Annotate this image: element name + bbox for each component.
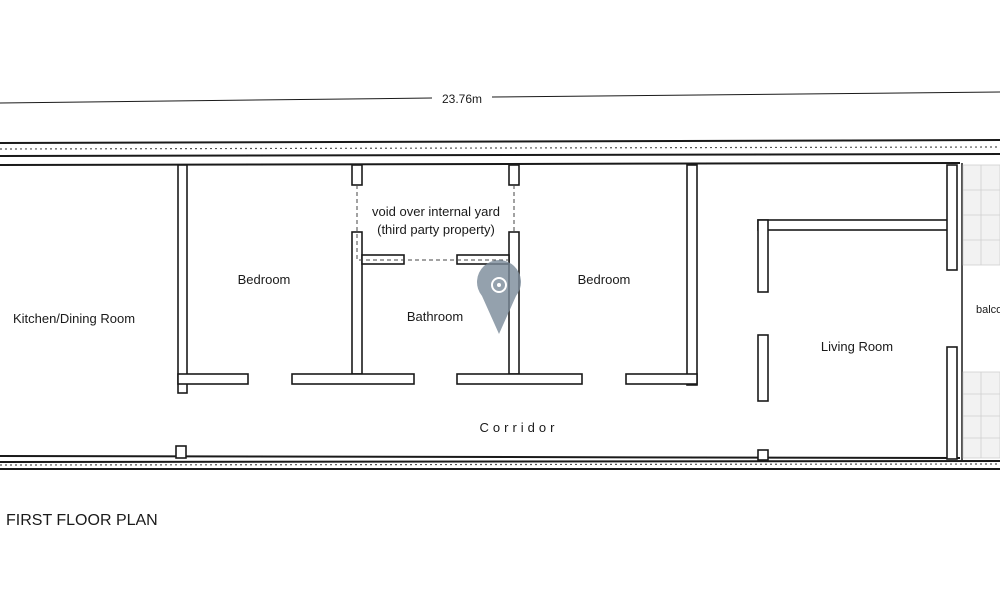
room-label-bedroom-right: Bedroom bbox=[578, 272, 631, 287]
room-label-kitchen: Kitchen/Dining Room bbox=[13, 311, 135, 326]
void-label-line1: void over internal yard bbox=[372, 204, 500, 219]
dimension-label: 23.76m bbox=[442, 92, 482, 106]
room-label-bedroom-left: Bedroom bbox=[238, 272, 291, 287]
balcony-tiles bbox=[962, 164, 1000, 459]
bottom-wall bbox=[0, 455, 1000, 470]
void-outline bbox=[356, 185, 515, 261]
page-title: FIRST FLOOR PLAN bbox=[6, 512, 158, 529]
dimension-line bbox=[0, 91, 1000, 104]
room-label-living-room: Living Room bbox=[821, 339, 893, 354]
room-label-bathroom: Bathroom bbox=[407, 309, 463, 324]
internal-walls bbox=[175, 163, 963, 461]
room-label-balcony: balco bbox=[976, 304, 1000, 316]
void-label-line2: (third party property) bbox=[377, 222, 495, 237]
location-pin-icon[interactable] bbox=[477, 260, 521, 334]
room-label-corridor: Corridor bbox=[480, 420, 559, 435]
top-wall bbox=[0, 139, 1000, 166]
